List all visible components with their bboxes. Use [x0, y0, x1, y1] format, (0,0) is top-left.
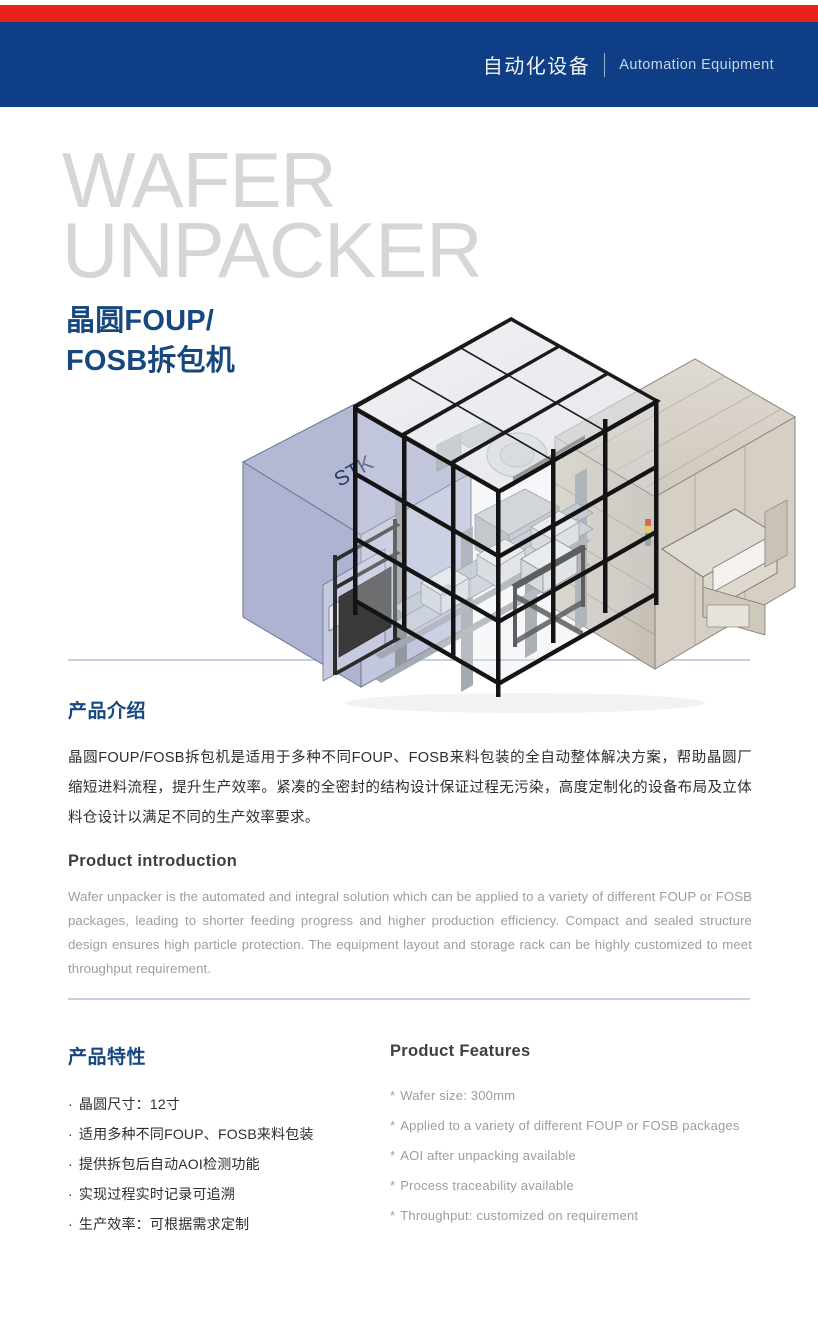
- bullet-icon: ·: [68, 1156, 73, 1172]
- feature-text: Throughput: customized on requirement: [400, 1208, 639, 1223]
- unload-station: [333, 519, 401, 675]
- product-introduction-section-cn: 产品介绍 晶圆FOUP/FOSB拆包机是适用于多种不同FOUP、FOSB来料包装…: [68, 696, 752, 833]
- hero-watermark-line-1: WAFER: [62, 136, 337, 224]
- list-item: · 晶圆尺寸：12寸: [68, 1089, 390, 1119]
- list-item: · 提供拆包后自动AOI检测功能: [68, 1149, 390, 1179]
- intro-heading-cn: 产品介绍: [68, 701, 147, 722]
- features-column-cn: 产品特性 · 晶圆尺寸：12寸 · 适用多种不同FOUP、FOSB来料包装 · 提供拆…: [68, 1042, 390, 1239]
- header-band: 自动化设备 Automation Equipment: [0, 22, 818, 107]
- bullet-icon: *: [390, 1208, 396, 1223]
- list-item: · 适用多种不同FOUP、FOSB来料包装: [68, 1119, 390, 1149]
- features-heading-en: Product Features: [390, 1042, 531, 1060]
- glass-enclosure: [353, 317, 661, 697]
- bullet-icon: ·: [68, 1216, 73, 1232]
- list-item: * Process traceability available: [390, 1171, 752, 1201]
- list-item: * Wafer size: 300mm: [390, 1081, 752, 1111]
- product-introduction-section-en: Product introduction Wafer unpacker is t…: [68, 852, 752, 981]
- bullet-icon: *: [390, 1118, 396, 1133]
- feature-text: Wafer size: 300mm: [400, 1088, 516, 1103]
- bullet-icon: ·: [68, 1126, 73, 1142]
- feature-text: Applied to a variety of different FOUP o…: [400, 1118, 740, 1133]
- features-heading-cn: 产品特性: [68, 1047, 147, 1068]
- list-item: · 实现过程实时记录可追溯: [68, 1179, 390, 1209]
- header-category: 自动化设备 Automation Equipment: [483, 22, 774, 107]
- list-item: · 生产效率：可根据需求定制: [68, 1209, 390, 1239]
- features-list-en: * Wafer size: 300mm * Applied to a variety…: [390, 1081, 752, 1231]
- intro-body-en: Wafer unpacker is the automated and inte…: [68, 889, 752, 976]
- bullet-icon: *: [390, 1148, 396, 1163]
- feature-text: 提供拆包后自动AOI检测功能: [78, 1156, 260, 1172]
- header-divider: [604, 52, 606, 77]
- intro-heading-en: Product introduction: [68, 852, 238, 870]
- list-item: * AOI after unpacking available: [390, 1141, 752, 1171]
- product-features-section: 产品特性 · 晶圆尺寸：12寸 · 适用多种不同FOUP、FOSB来料包装 · 提供拆…: [68, 1042, 752, 1239]
- page-title: 晶圆FOUP/ FOSB拆包机: [66, 305, 235, 377]
- bullet-icon: *: [390, 1178, 396, 1193]
- section-divider-2: [68, 998, 750, 1000]
- feature-text: Process traceability available: [400, 1178, 574, 1193]
- feature-text: 适用多种不同FOUP、FOSB来料包装: [78, 1126, 314, 1142]
- top-accent-bar: [0, 5, 818, 22]
- list-item: * Throughput: customized on requirement: [390, 1201, 752, 1231]
- feature-text: 晶圆尺寸：12寸: [78, 1096, 181, 1112]
- feature-text: 生产效率：可根据需求定制: [78, 1216, 250, 1232]
- bullet-icon: ·: [68, 1096, 73, 1112]
- list-item: * Applied to a variety of different FOUP …: [390, 1111, 752, 1141]
- features-column-en: Product Features * Wafer size: 300mm * App…: [390, 1042, 752, 1239]
- feature-text: AOI after unpacking available: [400, 1148, 576, 1163]
- bullet-icon: *: [390, 1088, 396, 1103]
- header-category-cn: 自动化设备: [482, 56, 591, 78]
- bullet-icon: ·: [68, 1186, 73, 1202]
- feature-text: 实现过程实时记录可追溯: [78, 1186, 236, 1202]
- product-render-image: STK: [225, 287, 805, 747]
- header-category-en: Automation Equipment: [619, 56, 774, 73]
- hero-watermark-line-2: UNPACKER: [62, 206, 483, 294]
- features-list-cn: · 晶圆尺寸：12寸 · 适用多种不同FOUP、FOSB来料包装 · 提供拆包后自动A…: [68, 1089, 390, 1239]
- intro-body-cn: 晶圆FOUP/FOSB拆包机是适用于多种不同FOUP、FOSB来料包装的全自动整…: [68, 750, 752, 826]
